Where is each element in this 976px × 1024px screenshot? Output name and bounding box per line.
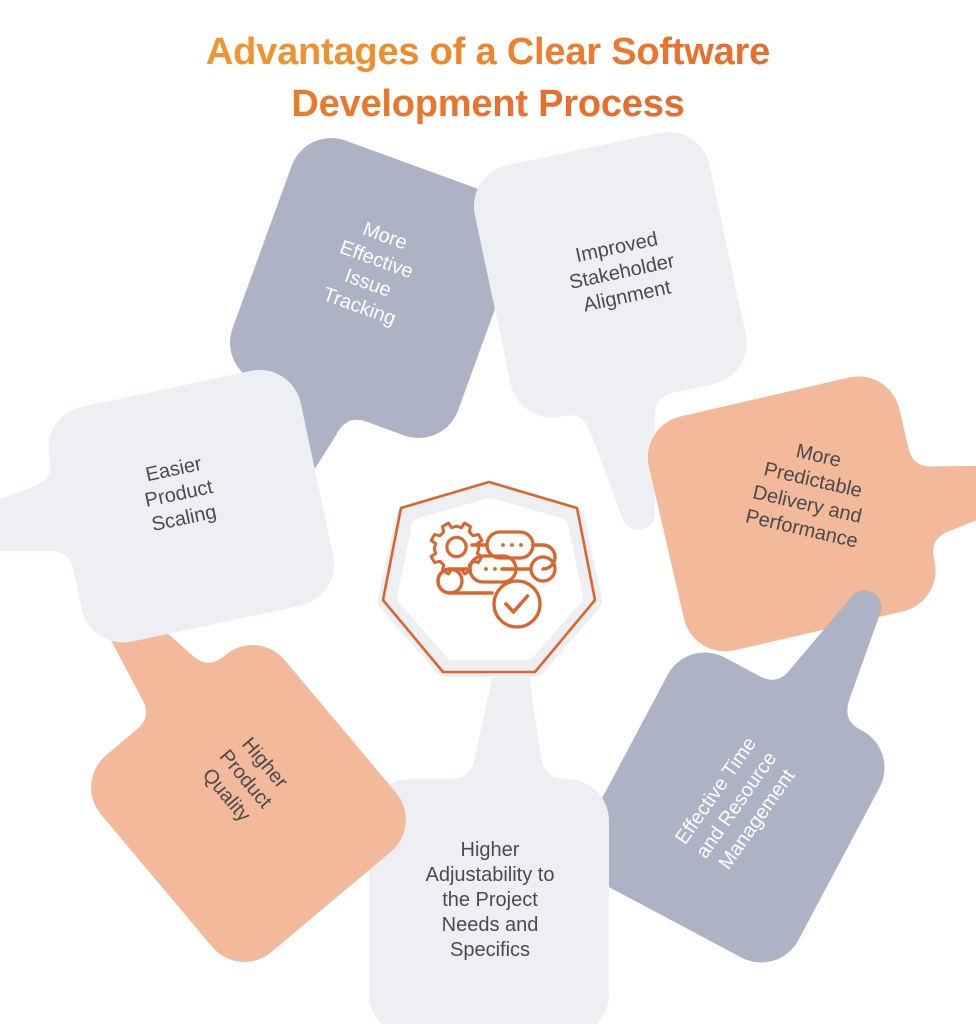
center-hub-outline <box>381 480 597 674</box>
center-hub <box>378 480 602 677</box>
process-gear-workflow-check-icon <box>429 521 557 629</box>
page-title: Advantages of a Clear Software Developme… <box>0 26 976 130</box>
connector-pill-a-to-circle <box>531 543 557 571</box>
page-title-line-1: Advantages of a Clear Software <box>0 26 976 78</box>
connector-node-right-icon <box>529 555 557 583</box>
petal-higher-adjustability-to-the-project-needs-and-specifics[interactable] <box>369 652 609 1024</box>
page-title-line-2: Development Process <box>0 78 976 130</box>
connector-node-left-icon <box>436 567 464 595</box>
petal-easier-product-scaling[interactable] <box>0 362 342 677</box>
pill-node-b-icon <box>468 554 518 584</box>
check-circle-icon <box>492 579 542 629</box>
